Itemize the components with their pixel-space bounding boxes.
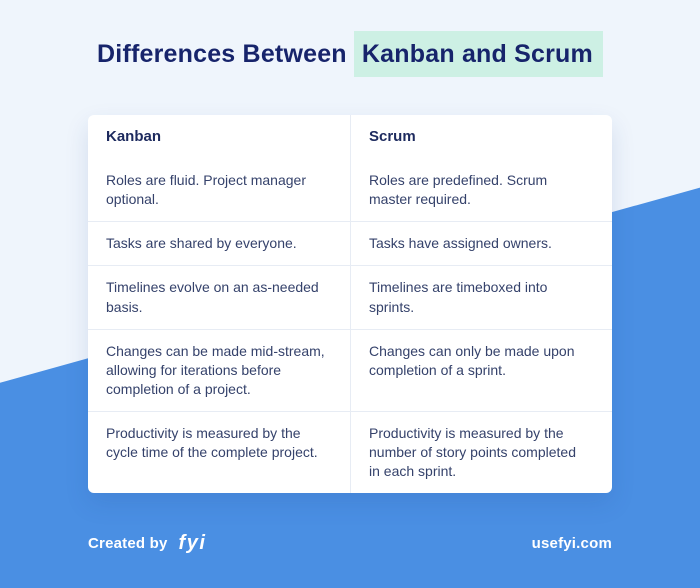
comparison-table-body: Roles are fluid. Project manager optiona… [88,159,612,493]
footer-credit: Created by fyi [88,532,206,555]
kanban-cell: Changes can be made mid-stream, allowing… [106,342,325,397]
kanban-cell: Timelines evolve on an as-needed basis. [106,279,319,315]
page-title-highlight: Kanban and Scrum [353,31,603,77]
column-header-scrum: Scrum [350,115,612,160]
fyi-logo: fyi [178,531,207,554]
scrum-cell: Changes can only be made upon completion… [350,329,612,411]
table-row: Changes can be made mid-stream, allowing… [88,328,612,411]
created-by-label: Created by [88,534,168,552]
table-row: Tasks are shared by everyone. Tasks have… [88,221,612,266]
table-row: Productivity is measured by the cycle ti… [88,410,612,493]
kanban-cell: Tasks are shared by everyone. [106,235,297,252]
table-header-row: Kanban Scrum [88,115,612,160]
page-title-prefix: Differences Between [97,40,354,68]
table-row: Roles are fluid. Project manager optiona… [88,159,612,222]
table-row: Timelines evolve on an as-needed basis. … [88,265,612,329]
site-url: usefyi.com [531,534,612,552]
kanban-cell: Roles are fluid. Project manager optiona… [106,172,306,208]
comparison-table: Kanban Scrum Roles are fluid. Project ma… [88,115,612,493]
page-title: Differences Between Kanban and Scrum [0,31,700,77]
scrum-cell: Roles are predefined. Scrum master requi… [350,159,612,222]
kanban-cell: Productivity is measured by the cycle ti… [106,424,318,460]
scrum-cell: Productivity is measured by the number o… [350,411,612,493]
scrum-cell: Timelines are timeboxed into sprints. [350,266,612,329]
footer: Created by fyi usefyi.com [88,528,612,558]
column-header-kanban: Kanban [106,128,162,145]
scrum-cell: Tasks have assigned owners. [350,222,612,266]
